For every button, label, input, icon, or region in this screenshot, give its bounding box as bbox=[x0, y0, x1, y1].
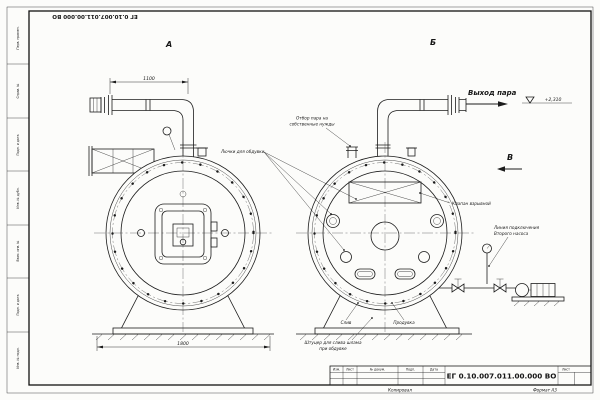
ground-b bbox=[296, 333, 472, 341]
pressure-gauge-icon bbox=[482, 243, 492, 254]
view-a: А 1100 bbox=[88, 40, 274, 351]
drain-label: Слив bbox=[341, 320, 352, 325]
boiler-a-shell bbox=[94, 142, 272, 332]
view-b-label: Б bbox=[430, 38, 436, 47]
view-b: Б bbox=[296, 38, 474, 341]
dimension-1800: 1800 bbox=[96, 336, 271, 351]
ground-a bbox=[92, 333, 274, 341]
title-col-podp: Подп. bbox=[406, 368, 415, 372]
boiler-a-door bbox=[137, 190, 229, 265]
sludge-label-2: при обдувке bbox=[319, 346, 347, 351]
boiler-b-steam-pipe bbox=[375, 95, 467, 158]
margin-label-5: Взам. инв. № bbox=[16, 240, 20, 261]
pump-unit bbox=[439, 243, 565, 307]
dimension-1100: 1100 bbox=[109, 76, 189, 94]
hatches-label: Лючки для обдувки bbox=[220, 149, 265, 154]
boiler-a-steam-pipe bbox=[89, 95, 197, 158]
boiler-a-air-duct bbox=[88, 146, 155, 176]
sheet-frame bbox=[6, 6, 594, 394]
view-a-label: А bbox=[165, 40, 172, 49]
steam-outlet-label: Выход пара bbox=[468, 89, 517, 97]
annotations: Выход пара +2,310 Отбор пара на собствен… bbox=[220, 89, 572, 351]
margin-label-1: Перв. примен. bbox=[16, 26, 20, 49]
left-margin: Перв. примен. Справ. № Подп. и дата Инв.… bbox=[16, 26, 20, 368]
margin-label-2: Справ. № bbox=[16, 83, 20, 98]
title-col-docnum: № докум. bbox=[370, 368, 385, 372]
boiler-b-internals bbox=[326, 181, 444, 280]
dim-1800-value: 1800 bbox=[177, 341, 189, 347]
title-col-data: Дата bbox=[430, 368, 438, 372]
sheet-label: Лист bbox=[562, 368, 570, 372]
top-stamp: ЕГ 0.10.007.011.00.000 ВО bbox=[52, 13, 138, 19]
margin-label-6: Подп. и дата bbox=[16, 294, 20, 315]
format-label: Формат А3 bbox=[533, 388, 557, 393]
view-v-arrow: В bbox=[497, 153, 522, 172]
own-needs-label-2: собственные нужды bbox=[289, 122, 335, 127]
blowdown-label: Продувка bbox=[393, 320, 415, 325]
doc-number: ЕГ 0.10.007.011.00.000 ВО bbox=[447, 372, 557, 381]
pump-line-label-2: Второго насоса bbox=[494, 231, 529, 236]
boiler-b-shell bbox=[296, 142, 474, 332]
boiler-b-fittings bbox=[346, 146, 417, 158]
dim-1100-value: 1100 bbox=[143, 76, 155, 82]
pump-line-label-1: Линия подключения bbox=[493, 225, 540, 230]
own-needs-label-1: Отбор пара на bbox=[296, 116, 328, 121]
elevation-value: +2,310 bbox=[544, 97, 561, 103]
title-col-izm: Изм. bbox=[333, 368, 340, 372]
explosion-valve-label: Клапан взрывной bbox=[452, 201, 491, 206]
margin-label-3: Подп. и дата bbox=[16, 134, 20, 155]
elevation-mark: +2,310 bbox=[522, 96, 572, 104]
boiler-a-fittings bbox=[162, 126, 208, 157]
sludge-label-1: Штуцер для слива шлама bbox=[304, 340, 362, 345]
margin-label-4: Инв. № дубл. bbox=[16, 187, 20, 208]
margin-label-7: Инв. № подл. bbox=[16, 347, 20, 368]
title-block: Изм. Лист № докум. Подп. Дата ЕГ 0.10.00… bbox=[329, 365, 592, 393]
title-col-list: Лист bbox=[346, 368, 354, 372]
copied-label: Копировал bbox=[388, 388, 412, 393]
view-v-label: В bbox=[507, 153, 513, 162]
